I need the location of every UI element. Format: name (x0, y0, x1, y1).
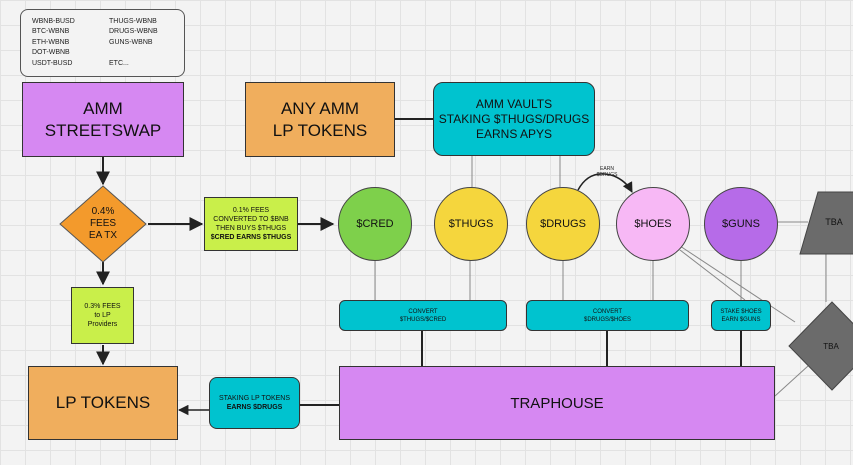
fees-box-line4: $CRED EARNS $THUGS (210, 234, 292, 241)
fees-box-line1: 0.1% FEES (232, 207, 270, 214)
pair-label: DOT-WBNB (32, 49, 70, 57)
tba-diamond-text: TBA (823, 341, 839, 351)
traphouse-label: TRAPHOUSE (510, 394, 604, 412)
pair-label: DRUGS-WBNB (109, 28, 158, 36)
pair-label: ETH-WBNB (32, 38, 70, 46)
earn-drugs-note: EARN $DRUGS (590, 166, 624, 178)
fees-diamond-line1: 0.4% (91, 206, 115, 217)
convert-drugs-line1: CONVERT (592, 308, 623, 315)
lp-tokens-box[interactable]: LP TOKENS (28, 366, 178, 440)
edge-tbadiamond-to-traphouse (774, 365, 809, 397)
token-circle-thugs[interactable]: $THUGS (434, 187, 508, 261)
pair-label: WBNB-BUSD (32, 18, 75, 25)
convert-drugs-hoes-box[interactable]: CONVERT $DRUGS/$HOES (526, 300, 689, 331)
edge-drugs-to-hoes (577, 173, 633, 193)
token-label-cred: $CRED (356, 218, 394, 230)
amm-vaults-line3: EARNS APYS (475, 126, 553, 141)
convert-drugs-line2: $DRUGS/$HOES (583, 316, 631, 323)
amm-vaults-line2: STAKING $THUGS/DRUGS (438, 111, 590, 126)
lp-tokens-label: LP TOKENS (55, 393, 151, 412)
pair-label: GUNS-WBNB (109, 38, 153, 46)
earn-drugs-line2: $DRUGS (596, 172, 618, 178)
fees-conversion-box[interactable]: 0.1% FEES CONVERTED TO $BNB THEN BUYS $T… (204, 197, 298, 251)
pair-label: BTC-WBNB (32, 28, 70, 36)
token-circle-guns[interactable]: $GUNS (704, 187, 778, 261)
amm-vaults-line1: AMM VAULTS (475, 96, 553, 111)
tba-trapezoid-shape (799, 191, 853, 255)
pairs-right-column: THUGS-WBNB DRUGS-WBNB GUNS-WBNB ETC... (109, 17, 158, 69)
pair-label: ETC... (109, 59, 129, 67)
lp-fees-line2: to LP (94, 312, 111, 319)
fees-box-line3: THEN BUYS $THUGS (215, 225, 287, 232)
convert-thugs-line1: CONVERT (408, 308, 438, 315)
staking-lp-line1: STAKING LP TOKENS (218, 395, 291, 402)
lp-fees-line3: Providers (87, 321, 118, 328)
amm-streetswap-line1: AMM (83, 98, 123, 118)
tba-top-text: TBA (825, 217, 843, 227)
token-circle-drugs[interactable]: $DRUGS (526, 187, 600, 261)
trading-pairs-box: WBNB-BUSD BTC-WBNB ETH-WBNB DOT-WBNB USD… (20, 9, 185, 77)
token-circle-cred[interactable]: $CRED (338, 187, 412, 261)
earn-drugs-line1: EARN (600, 166, 614, 172)
pair-label (109, 48, 158, 58)
lp-fees-box[interactable]: 0.3% FEES to LP Providers (71, 287, 134, 344)
traphouse-box[interactable]: TRAPHOUSE (339, 366, 775, 440)
stake-hoes-box[interactable]: STAKE $HOES EARN $GUNS (711, 300, 771, 331)
lp-fees-line1: 0.3% FEES (84, 303, 121, 310)
pair-label: THUGS-WBNB (109, 18, 157, 25)
edge-hoes-to-stake (679, 249, 746, 301)
stake-hoes-line2: EARN $GUNS (721, 316, 761, 323)
fees-diamond-line2: FEES (89, 218, 117, 229)
amm-streetswap-line2: STREETSWAP (44, 120, 162, 140)
fees-box-line2: CONVERTED TO $BNB (213, 216, 289, 223)
token-label-drugs: $DRUGS (540, 218, 586, 230)
pairs-left-column: WBNB-BUSD BTC-WBNB ETH-WBNB DOT-WBNB USD… (32, 17, 75, 69)
token-label-guns: $GUNS (722, 218, 760, 230)
tba-trapezoid-label[interactable]: TBA (815, 212, 853, 232)
convert-thugs-cred-box[interactable]: CONVERT $THUGS/$CRED (339, 300, 507, 331)
staking-lp-line2: EARNS $DRUGS (226, 404, 283, 411)
convert-thugs-line2: $THUGS/$CRED (399, 316, 447, 323)
token-label-hoes: $HOES (634, 218, 672, 230)
tba-diamond-label[interactable]: TBA (812, 336, 850, 356)
tba-diamond-shape (788, 301, 853, 391)
any-amm-line1: ANY AMM (280, 98, 360, 118)
any-amm-lp-tokens-box[interactable]: ANY AMM LP TOKENS (245, 82, 395, 157)
token-label-thugs: $THUGS (448, 218, 494, 230)
fees-diamond-line3: EA TX (88, 230, 118, 241)
edge-hoes-to-tbadiamond (676, 243, 796, 323)
staking-lp-tokens-box[interactable]: STAKING LP TOKENS EARNS $DRUGS (209, 377, 300, 429)
any-amm-line2: LP TOKENS (272, 120, 368, 140)
fees-diamond-shape (59, 185, 147, 263)
pair-label: USDT-BUSD (32, 59, 73, 67)
amm-streetswap-box[interactable]: AMM STREETSWAP (22, 82, 184, 157)
stake-hoes-line1: STAKE $HOES (720, 308, 762, 315)
fees-diamond-label: 0.4% FEES EA TX (73, 206, 133, 242)
token-circle-hoes[interactable]: $HOES (616, 187, 690, 261)
amm-vaults-box[interactable]: AMM VAULTS STAKING $THUGS/DRUGS EARNS AP… (433, 82, 595, 156)
